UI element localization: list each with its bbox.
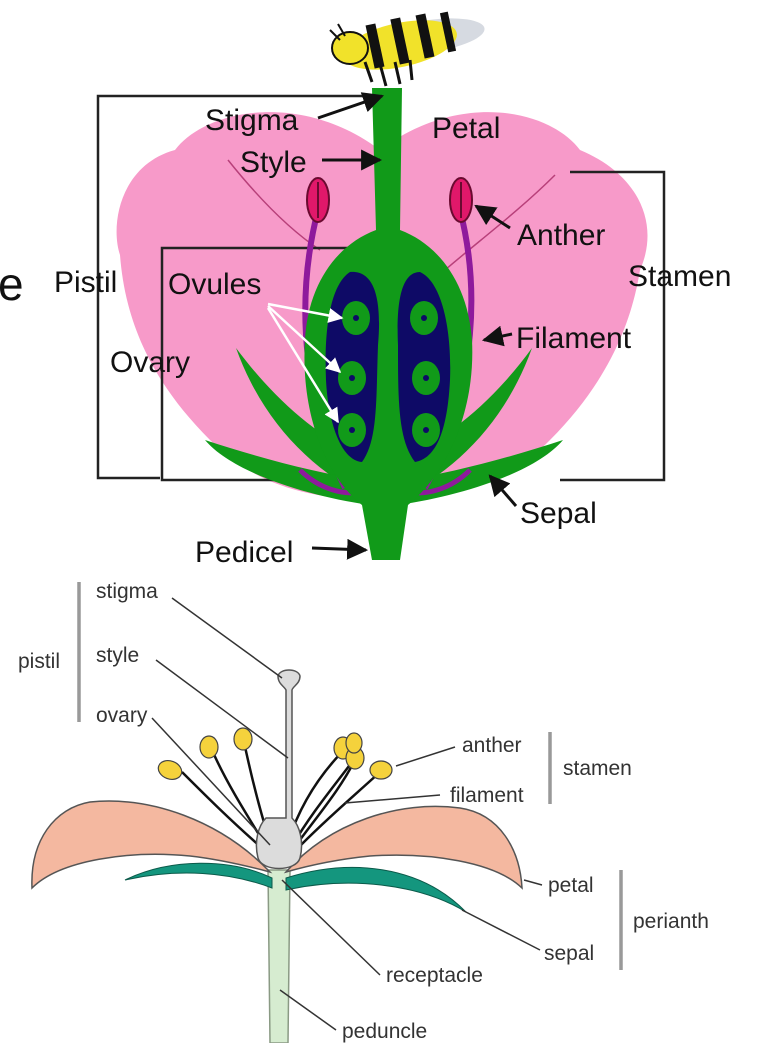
sepal-right [286,867,466,912]
label-ovary: ovary [96,704,148,727]
pedicel-arrow [312,548,366,550]
label-anther: Anther [517,219,605,252]
leader-lines [152,598,542,1030]
stigma-arrow [318,96,382,118]
label-pedicel: Pedicel [195,536,293,569]
peduncle-stem [268,870,290,1043]
ovules-left [338,301,370,447]
label-sepal: Sepal [520,497,597,530]
label-pistil: pistil [18,650,60,673]
label-stamen: Stamen [628,260,731,293]
bee-icon [330,11,487,86]
label-ovary: Ovary [110,346,190,379]
label-stigma: stigma [96,580,158,603]
label-style: Style [240,146,307,179]
label-peduncle: peduncle [342,1020,427,1043]
ovules-right [410,301,440,447]
label-pistil: Pistil [54,266,117,299]
label-perianth: perianth [633,910,709,933]
edge-letter: e [0,258,24,310]
top-flower-diagram: e [0,11,731,569]
bottom-flower-diagram: stigma pistil style ovary anther stamen … [18,580,709,1043]
label-filament: filament [450,784,524,807]
anthers [156,728,392,783]
label-stigma: Stigma [205,104,299,137]
label-anther: anther [462,734,522,757]
label-receptacle: receptacle [386,964,483,987]
label-sepal: sepal [544,942,594,965]
label-filament: Filament [516,322,632,355]
label-ovules: Ovules [168,268,261,301]
label-stamen: stamen [563,757,632,780]
label-petal: Petal [432,112,500,145]
label-petal: petal [548,874,594,897]
sepal-arrow [490,476,516,506]
label-style: style [96,644,139,667]
